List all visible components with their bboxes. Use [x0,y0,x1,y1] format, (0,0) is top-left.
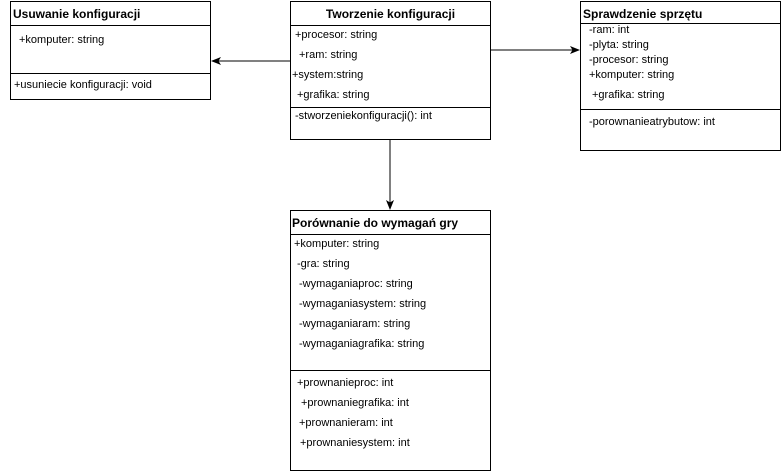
attribute: -gra: string [297,258,350,270]
attribute: -ram: int [589,24,630,36]
attribute: -wymaganiagrafika: string [299,338,425,350]
method: +usuniecie konfiguracji: void [14,79,152,91]
method: +prownaniesystem: int [300,437,410,449]
methods-section: +usuniecie konfiguracji: void [11,74,210,99]
attribute: +komputer: string [294,238,380,250]
class-usuwanie-konfiguracji[interactable]: Usuwanie konfiguracji +komputer: string … [10,1,211,100]
attribute: -wymaganiaram: string [299,318,411,330]
methods-section: -stworzeniekonfiguracji(): int [291,108,490,139]
method: -porownanieatrybutow: int [589,116,715,128]
attribute: -wymaganiaproc: string [299,278,413,290]
attribute: +ram: string [299,49,358,61]
attribute: -procesor: string [589,54,669,66]
attribute: -plyta: string [589,39,649,51]
attribute: +komputer: string [19,34,105,46]
attribute: +komputer: string [589,69,675,81]
attributes-section: +komputer: string -gra: string -wymagani… [291,235,490,371]
class-title: Tworzenie konfiguracji [291,2,490,26]
attribute: +system:string [292,69,364,81]
attributes-section: +komputer: string [11,26,210,74]
attribute: +procesor: string [295,29,378,41]
attribute: +grafika: string [297,89,370,101]
attribute: -wymaganiasystem: string [299,298,427,310]
class-title: Porównanie do wymagań gry [291,211,490,235]
method: +prownaniegrafika: int [301,397,409,409]
class-title: Sprawdzenie sprzętu [581,2,780,24]
attribute: +grafika: string [592,89,665,101]
attributes-section: +procesor: string +ram: string +system:s… [291,26,490,108]
methods-section: -porownanieatrybutow: int [581,110,780,150]
attributes-section: -ram: int -plyta: string -procesor: stri… [581,24,780,110]
class-porownanie-do-wymagan-gry[interactable]: Porównanie do wymagań gry +komputer: str… [290,210,491,471]
method: -stworzeniekonfiguracji(): int [295,110,432,122]
class-title: Usuwanie konfiguracji [11,2,210,26]
class-sprawdzenie-sprzetu[interactable]: Sprawdzenie sprzętu -ram: int -plyta: st… [580,1,781,151]
class-tworzenie-konfiguracji[interactable]: Tworzenie konfiguracji +procesor: string… [290,1,491,140]
method: +prownanieproc: int [297,377,394,389]
method: +prownanieram: int [299,417,393,429]
methods-section: +prownanieproc: int +prownaniegrafika: i… [291,371,490,470]
